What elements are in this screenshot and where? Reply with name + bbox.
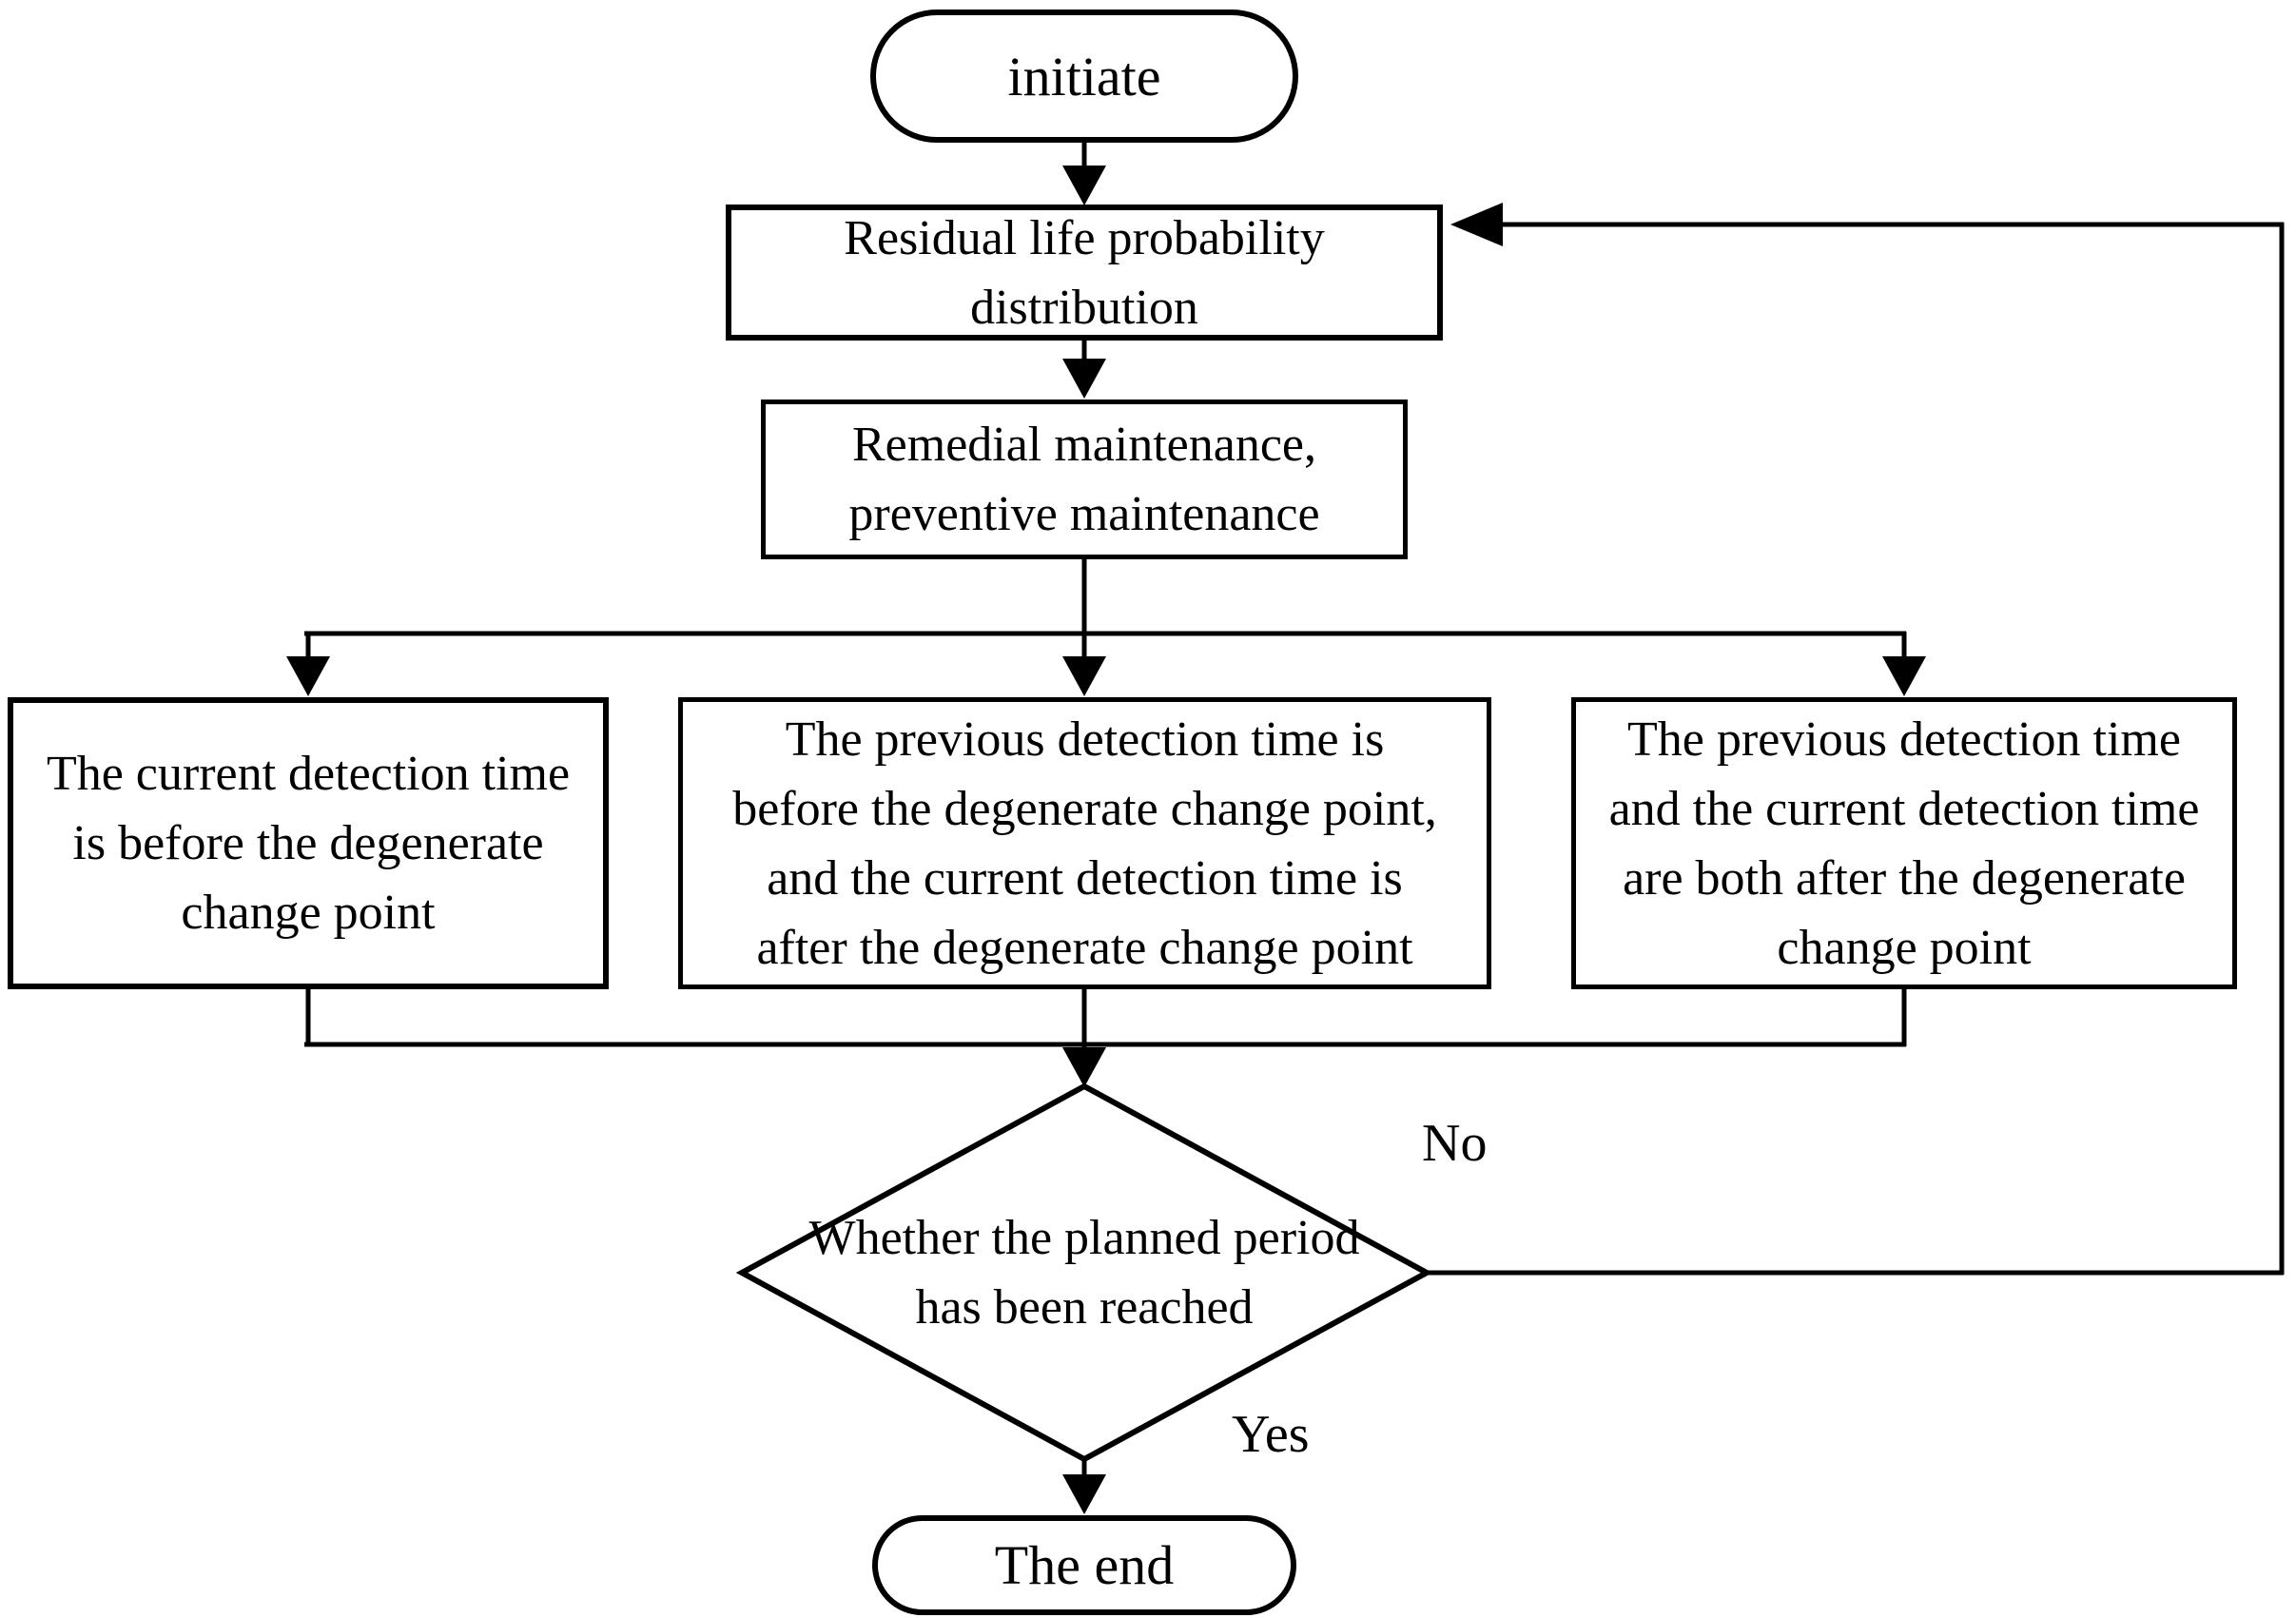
node-residual-line-1: Residual life probability bbox=[844, 210, 1325, 265]
node-start: initiate bbox=[870, 10, 1298, 143]
decision-diamond-shape bbox=[735, 1082, 1433, 1463]
arrowhead-into-end bbox=[1062, 1474, 1106, 1514]
arrowhead-loopback-into-residual bbox=[1450, 203, 1503, 246]
node-case-c-line-2: and the current detection time bbox=[1608, 781, 2200, 836]
node-decision-planned-period: Whether the planned period has been reac… bbox=[751, 1203, 1417, 1342]
node-case-a-line-1: The current detection time bbox=[46, 747, 571, 801]
node-case-a-line-2: is before the degenerate bbox=[72, 816, 544, 870]
node-case-current-before-change-point: The current detection time is before the… bbox=[8, 697, 609, 989]
node-remedial-line-2: preventive maintenance bbox=[848, 487, 1320, 541]
node-decision-line-2: has been reached bbox=[915, 1280, 1254, 1335]
arrowhead-into-remedial bbox=[1062, 359, 1106, 399]
node-case-c-line-3: are both after the degenerate bbox=[1623, 850, 2186, 906]
node-case-straddles-change-point: The previous detection time is before th… bbox=[678, 697, 1491, 989]
node-case-c-line-1: The previous detection time bbox=[1627, 712, 2181, 767]
node-remedial-preventive-maintenance: Remedial maintenance, preventive mainten… bbox=[761, 400, 1408, 559]
arrowhead-into-case-left bbox=[286, 656, 330, 696]
node-remedial-line-1: Remedial maintenance, bbox=[851, 418, 1316, 472]
node-case-b-line-3: and the current detection time is bbox=[767, 850, 1403, 906]
arrowhead-into-case-right bbox=[1882, 656, 1926, 696]
node-start-label: initiate bbox=[1007, 45, 1161, 107]
node-case-a-line-3: change point bbox=[181, 886, 436, 940]
arrowhead-into-case-middle bbox=[1062, 656, 1106, 696]
edge-label-yes: Yes bbox=[1232, 1405, 1310, 1464]
edge-label-no: No bbox=[1422, 1114, 1488, 1173]
arrowhead-into-decision bbox=[1062, 1047, 1106, 1087]
node-case-b-line-1: The previous detection time is bbox=[785, 712, 1385, 767]
node-case-c-line-4: change point bbox=[1777, 920, 2032, 975]
node-case-b-line-2: before the degenerate change point, bbox=[732, 781, 1437, 836]
node-case-b-line-4: after the degenerate change point bbox=[756, 920, 1413, 975]
node-residual-line-2: distribution bbox=[970, 280, 1198, 335]
node-end-label: The end bbox=[994, 1534, 1175, 1596]
arrowhead-into-residual bbox=[1062, 166, 1106, 205]
node-case-both-after-change-point: The previous detection time and the curr… bbox=[1571, 697, 2237, 989]
node-decision-line-1: Whether the planned period bbox=[808, 1211, 1360, 1265]
node-end: The end bbox=[872, 1515, 1296, 1615]
node-residual-life-distribution: Residual life probability distribution bbox=[726, 205, 1443, 341]
